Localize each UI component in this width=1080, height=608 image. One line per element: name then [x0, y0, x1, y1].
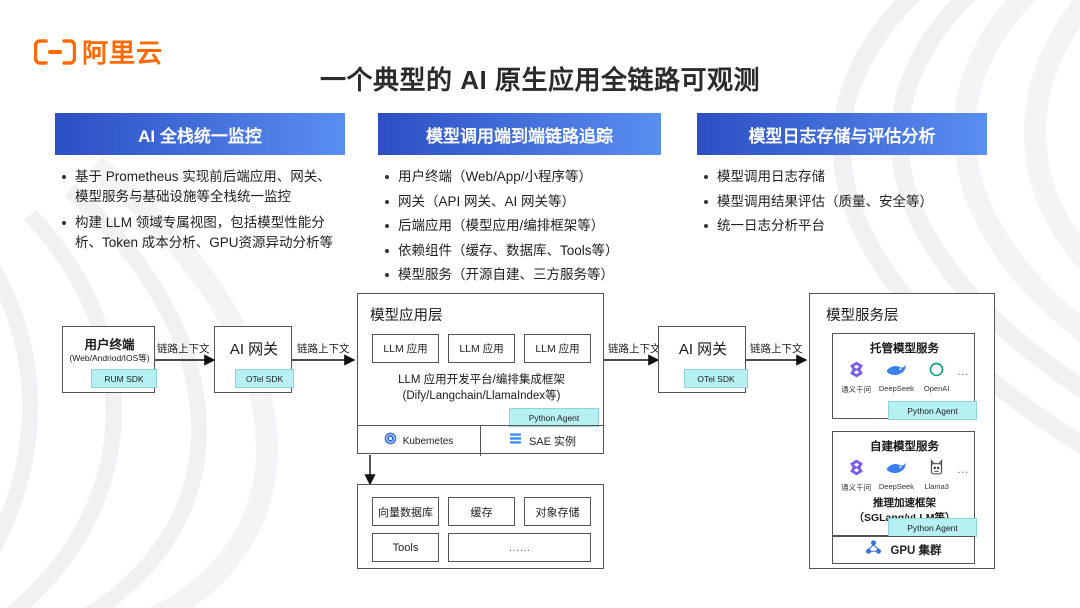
- card-end-to-end-tracing: 模型调用端到端链路追踪 用户终端（Web/App/小程序等） 网关（API 网关…: [378, 113, 661, 290]
- runtime-sae-label: SAE 实例: [528, 436, 577, 448]
- self-hosted-more-ellipsis: …: [956, 462, 969, 476]
- python-agent-badge-hosted: Python Agent: [888, 401, 977, 420]
- vendor-deepseek: DeepSeek: [876, 360, 916, 393]
- kubernetes-icon: [384, 432, 397, 450]
- hosted-title: 托管模型服务: [870, 343, 939, 355]
- feature-cards: AI 全栈统一监控 基于 Prometheus 实现前后端应用、网关、模型服务与…: [0, 113, 1080, 283]
- runtime-sae[interactable]: SAE 实例: [481, 426, 604, 456]
- rum-sdk-badge: RUM SDK: [91, 369, 157, 388]
- ai-gateway-right-box[interactable]: AI 网关 OTel SDK: [658, 326, 748, 393]
- card-body: 用户终端（Web/App/小程序等） 网关（API 网关、AI 网关等） 后端应…: [378, 155, 661, 285]
- card-body: 基于 Prometheus 实现前后端应用、网关、模型服务与基础设施等全栈统一监…: [55, 155, 345, 252]
- bullet-list: 基于 Prometheus 实现前后端应用、网关、模型服务与基础设施等全栈统一监…: [59, 167, 339, 252]
- arrow-label-3: 链路上下文: [608, 343, 661, 355]
- user-terminal-subtitle: (Web/Andriod/IOS等): [69, 353, 150, 363]
- card-title: 模型调用端到端链路追踪: [378, 113, 661, 155]
- llm-app-box-3[interactable]: LLM 应用: [524, 334, 591, 363]
- dependency-more[interactable]: ……: [448, 533, 591, 562]
- self-hosted-title: 自建模型服务: [870, 441, 939, 453]
- runtime-kubernetes[interactable]: Kubemetes: [357, 426, 481, 456]
- list-item: 依赖组件（缓存、数据库、Tools等）: [382, 241, 655, 261]
- user-terminal-title: 用户终端: [84, 338, 135, 352]
- hosted-vendor-row: 通义千问 DeepSeek: [837, 360, 972, 395]
- arrow-label-4: 链路上下文: [750, 343, 803, 355]
- gpu-cluster-box[interactable]: GPU 集群: [832, 536, 975, 564]
- list-item: 模型调用结果评估（质量、安全等）: [701, 192, 981, 212]
- arrow-label-1: 链路上下文: [157, 343, 210, 355]
- vendor-tongyi-label: 通义千问: [841, 385, 872, 394]
- list-item: 用户终端（Web/App/小程序等）: [382, 167, 655, 187]
- python-agent-badge-self-hosted: Python Agent: [888, 518, 977, 537]
- llm-app-box-2[interactable]: LLM 应用: [448, 334, 515, 363]
- list-item: 模型服务（开源自建、三方服务等）: [382, 265, 655, 285]
- vendor-llama: Llama3: [919, 458, 955, 491]
- app-platform-line-1: LLM 应用开发平台/编排集成框架: [398, 374, 565, 386]
- dependencies-box[interactable]: 向量数据库 缓存 对象存储 Tools ……: [357, 484, 604, 569]
- tongyi-qianwen-icon: [838, 458, 874, 482]
- card-title: AI 全栈统一监控: [55, 113, 345, 155]
- list-item: 统一日志分析平台: [701, 216, 981, 236]
- model-application-layer-box[interactable]: 模型应用层 LLM 应用 LLM 应用 LLM 应用 LLM 应用开发平台/编排…: [357, 293, 604, 456]
- runtime-kubernetes-label: Kubemetes: [402, 435, 454, 447]
- ai-gateway-left-box[interactable]: AI 网关 OTel SDK: [214, 326, 294, 393]
- vendor-deepseek-self-label: DeepSeek: [878, 482, 914, 491]
- dependency-cache[interactable]: 缓存: [448, 497, 515, 526]
- list-item: 基于 Prometheus 实现前后端应用、网关、模型服务与基础设施等全栈统一监…: [59, 167, 339, 206]
- list-item: 模型调用日志存储: [701, 167, 981, 187]
- app-layer-title: 模型应用层: [370, 308, 443, 324]
- list-item: 网关（API 网关、AI 网关等）: [382, 192, 655, 212]
- dependency-vector-db[interactable]: 向量数据库: [372, 497, 439, 526]
- user-terminal-box[interactable]: 用户终端 (Web/Andriod/IOS等) RUM SDK: [62, 326, 157, 393]
- model-service-layer-box[interactable]: 模型服务层 托管模型服务 通义千问: [809, 293, 995, 569]
- card-body: 模型调用日志存储 模型调用结果评估（质量、安全等） 统一日志分析平台: [697, 155, 987, 236]
- vendor-tongyi: 通义千问: [838, 360, 874, 395]
- llama-icon: [919, 458, 955, 482]
- self-hosted-model-service-box[interactable]: 自建模型服务 通义千问: [832, 431, 977, 537]
- deepseek-whale-icon: [876, 458, 916, 482]
- gpu-cluster-icon: [865, 540, 882, 560]
- list-item: 构建 LLM 领域专属视图，包括模型性能分析、Token 成本分析、GPU资源异…: [59, 213, 339, 252]
- card-title: 模型日志存储与评估分析: [697, 113, 987, 155]
- runtime-row: Kubemetes SAE 实例: [357, 425, 604, 456]
- vendor-deepseek-self: DeepSeek: [876, 458, 916, 491]
- page-title: 一个典型的 AI 原生应用全链路可观测: [320, 65, 760, 95]
- card-log-storage-evaluation: 模型日志存储与评估分析 模型调用日志存储 模型调用结果评估（质量、安全等） 统一…: [697, 113, 987, 241]
- vendor-openai-label: OpenAI: [923, 384, 950, 393]
- service-layer-title: 模型服务层: [826, 308, 899, 324]
- openai-icon: [919, 360, 955, 384]
- tongyi-qianwen-icon: [838, 360, 874, 384]
- hosted-model-service-box[interactable]: 托管模型服务 通义千问: [832, 333, 977, 420]
- llm-app-box-1[interactable]: LLM 应用: [372, 334, 439, 363]
- app-platform-line-2: (Dify/Langchain/LlamaIndex等): [402, 390, 561, 402]
- bullet-list: 模型调用日志存储 模型调用结果评估（质量、安全等） 统一日志分析平台: [701, 167, 981, 236]
- card-ai-fullstack-monitoring: AI 全栈统一监控 基于 Prometheus 实现前后端应用、网关、模型服务与…: [55, 113, 345, 259]
- bullet-list: 用户终端（Web/App/小程序等） 网关（API 网关、AI 网关等） 后端应…: [382, 167, 655, 285]
- vendor-deepseek-label: DeepSeek: [878, 384, 914, 393]
- sae-icon: [509, 432, 522, 450]
- ai-gateway-left-title: AI 网关: [229, 341, 279, 358]
- vendor-openai: OpenAI: [919, 360, 955, 393]
- vendor-llama-label: Llama3: [924, 482, 949, 491]
- dependency-object-storage[interactable]: 对象存储: [524, 497, 591, 526]
- hosted-more-ellipsis: …: [956, 364, 969, 378]
- vendor-tongyi-self-label: 通义千问: [841, 483, 872, 492]
- vendor-tongyi-self: 通义千问: [838, 458, 874, 493]
- ai-gateway-right-title: AI 网关: [678, 341, 728, 358]
- dependency-tools[interactable]: Tools: [372, 533, 439, 562]
- deepseek-whale-icon: [876, 360, 916, 384]
- gpu-cluster-label: GPU 集群: [890, 545, 942, 557]
- arrow-label-2: 链路上下文: [297, 343, 350, 355]
- otel-sdk-badge-left: OTel SDK: [235, 369, 294, 388]
- otel-sdk-badge-right: OTel SDK: [684, 369, 748, 388]
- list-item: 后端应用（模型应用/编排框架等）: [382, 216, 655, 236]
- self-hosted-vendor-row: 通义千问 DeepSeek: [837, 458, 972, 493]
